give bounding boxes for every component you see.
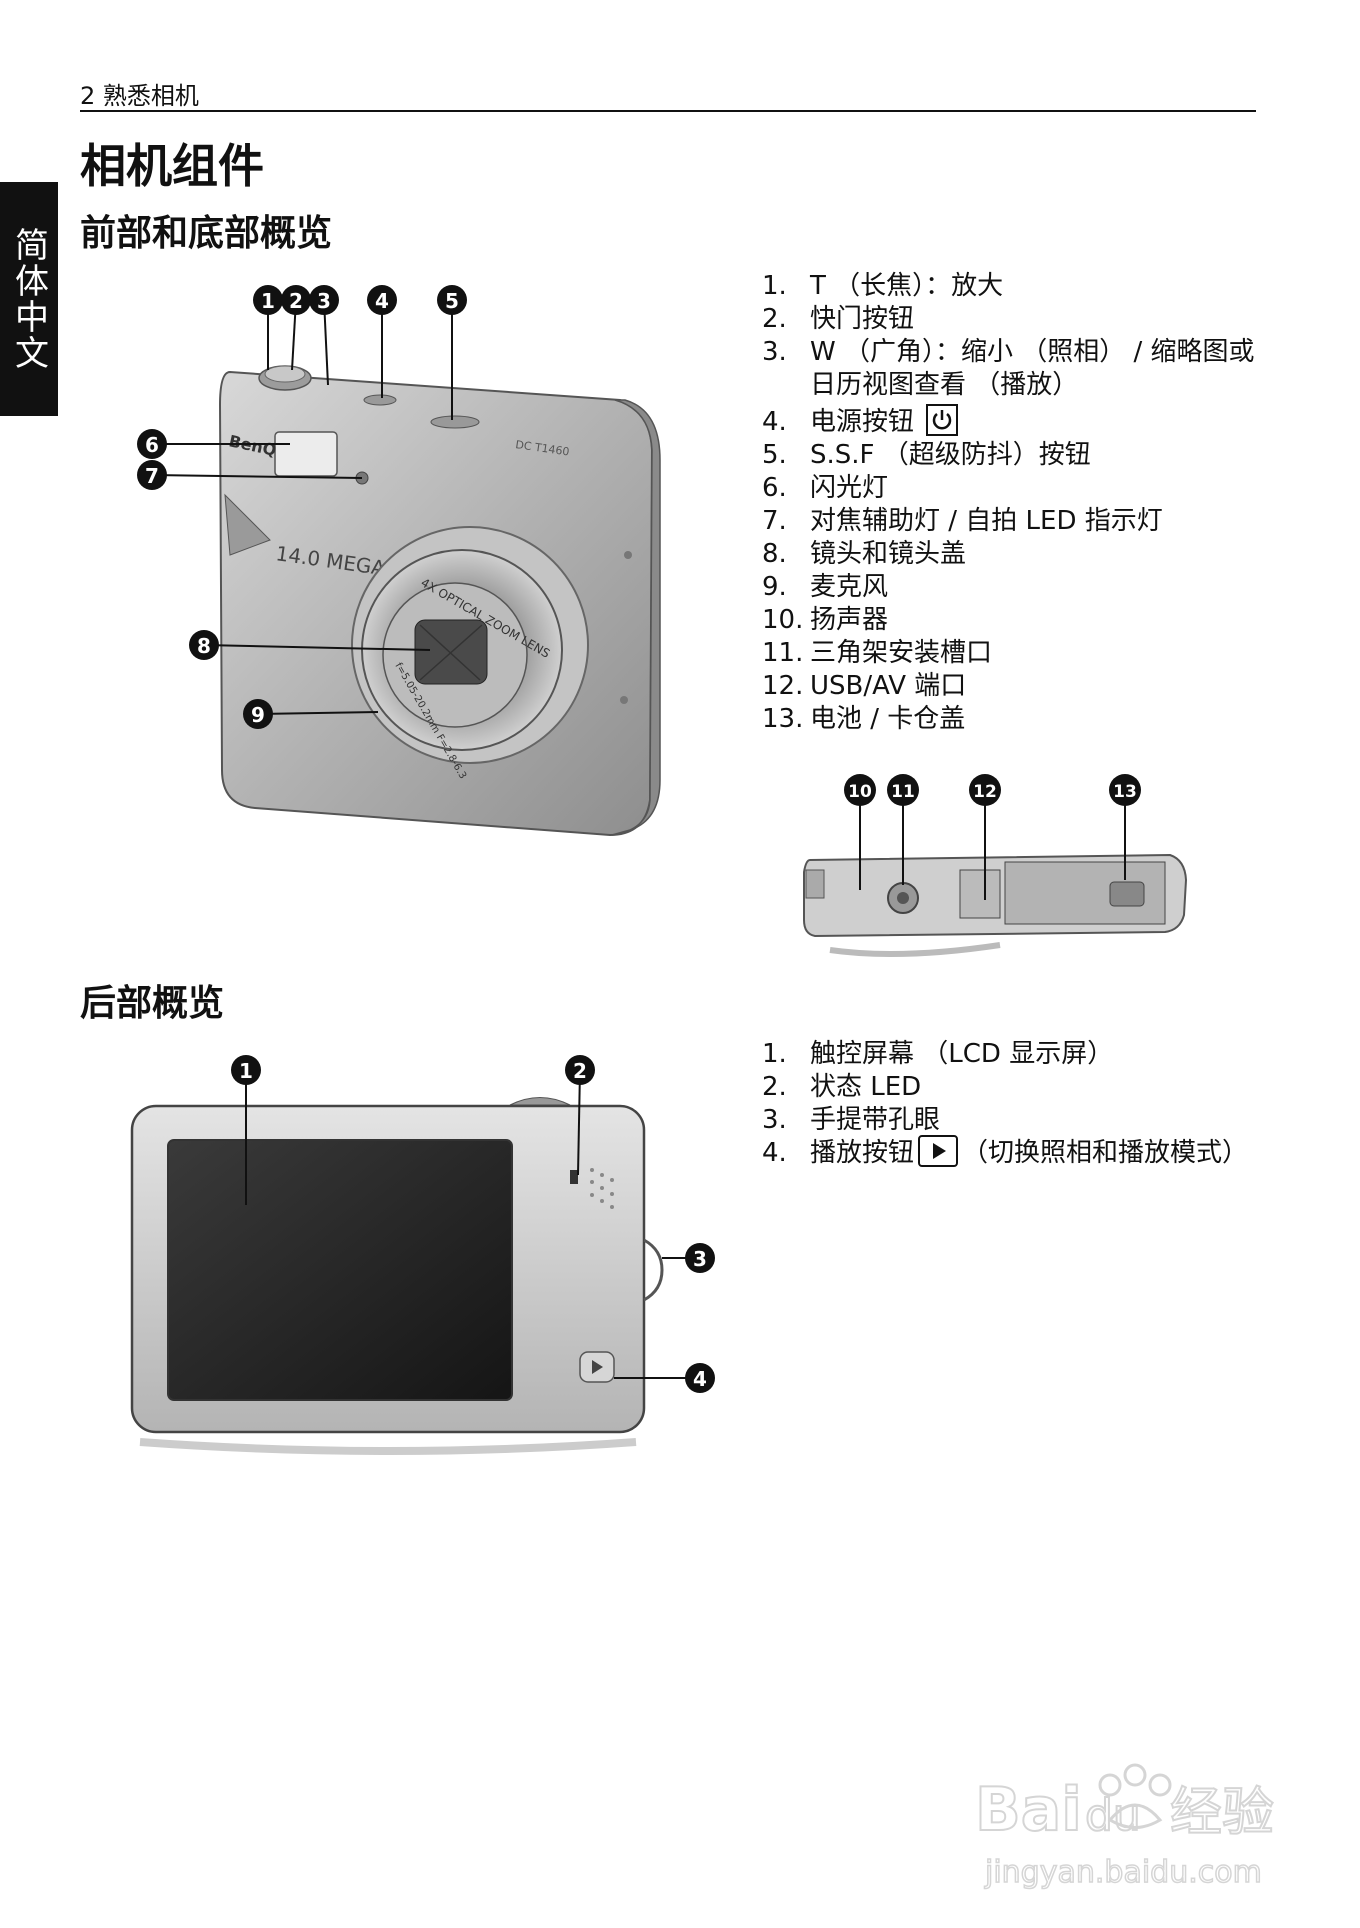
svg-text:6: 6 — [145, 433, 159, 457]
bottom-callouts: 10 11 12 13 — [844, 774, 1141, 806]
svg-text:4: 4 — [693, 1367, 707, 1391]
back-parts-list: 1.触控屏幕 （LCD 显示屏） 2.状态 LED 3.手提带孔眼 4.播放按钮… — [762, 1038, 1248, 1170]
list-item: 7.对焦辅助灯 / 自拍 LED 指示灯 — [762, 506, 1163, 536]
svg-text:1: 1 — [261, 289, 275, 313]
list-item: 1.触控屏幕 （LCD 显示屏） — [762, 1039, 1114, 1069]
list-item: 2.快门按钮 — [762, 304, 915, 334]
svg-text:Bai: Bai — [975, 1775, 1082, 1845]
baidu-watermark: Bai du 经验 jingyan.baidu.com — [974, 1763, 1275, 1891]
list-item: 3.W （广角）：缩小 （照相） / 缩略图或日历视图查看 （播放） — [762, 337, 1255, 400]
svg-text:经验: 经验 — [1170, 1783, 1274, 1843]
list-item: 9.麦克风 — [762, 572, 889, 602]
svg-text:3: 3 — [693, 1247, 707, 1271]
language-side-tab: 简体中文 — [0, 182, 58, 416]
side-tab-label: 简体中文 — [8, 227, 49, 371]
header-rule — [80, 110, 1256, 112]
back-section-heading: 后部概览 — [80, 983, 225, 1024]
svg-text:du: du — [1085, 1790, 1141, 1841]
svg-text:5: 5 — [445, 289, 459, 313]
list-item: 5.S.S.F （超级防抖）按钮 — [762, 440, 1091, 470]
svg-text:11: 11 — [891, 782, 915, 802]
camera-front-view: BenQ 14.0 MEGA PIXELS DC T1460 4X OPTICA… — [137, 285, 661, 837]
svg-text:10: 10 — [848, 782, 872, 802]
svg-text:8: 8 — [197, 634, 211, 658]
camera-back-view: 1 2 3 4 — [130, 1055, 715, 1455]
svg-text:7: 7 — [145, 464, 159, 488]
play-icon — [918, 1134, 959, 1167]
svg-text:9: 9 — [251, 703, 265, 727]
front-callouts: 1 2 3 4 5 6 7 8 9 — [137, 285, 467, 729]
svg-text:4: 4 — [375, 289, 389, 313]
list-item: 10.扬声器 — [762, 605, 889, 635]
list-item: 13.电池 / 卡仓盖 — [762, 704, 966, 734]
back-callouts: 1 2 3 4 — [231, 1055, 715, 1393]
svg-text:2: 2 — [289, 289, 303, 313]
front-parts-list: 1.T （长焦）：放大 2.快门按钮 3.W （广角）：缩小 （照相） / 缩略… — [762, 270, 1280, 736]
list-item: 11.三角架安装槽口 — [762, 638, 993, 668]
list-item: 12.USB/AV 端口 — [762, 671, 967, 701]
camera-bottom-view: 10 11 12 13 — [803, 774, 1188, 957]
page-title: 相机组件 — [80, 139, 264, 193]
svg-text:2: 2 — [573, 1059, 587, 1083]
list-item: 1.T （长焦）：放大 — [762, 271, 1004, 301]
power-icon — [926, 403, 959, 436]
svg-text:12: 12 — [973, 782, 997, 802]
svg-text:jingyan.baidu.com: jingyan.baidu.com — [984, 1855, 1262, 1890]
front-section-heading: 前部和底部概览 — [80, 213, 333, 254]
svg-text:3: 3 — [317, 289, 331, 313]
svg-text:1: 1 — [239, 1059, 253, 1083]
page-header: 2 熟悉相机 — [80, 82, 199, 110]
list-item: 3.手提带孔眼 — [762, 1105, 941, 1135]
paw-icon — [1098, 1763, 1172, 1829]
list-item: 8.镜头和镜头盖 — [762, 539, 967, 569]
list-item: 6.闪光灯 — [762, 473, 889, 503]
svg-text:13: 13 — [1113, 782, 1137, 802]
list-item: 4.播放按钮（切换照相和播放模式） — [762, 1134, 1248, 1170]
list-item: 2.状态 LED — [762, 1072, 922, 1102]
list-item: 4.电源按钮 — [762, 403, 1280, 439]
